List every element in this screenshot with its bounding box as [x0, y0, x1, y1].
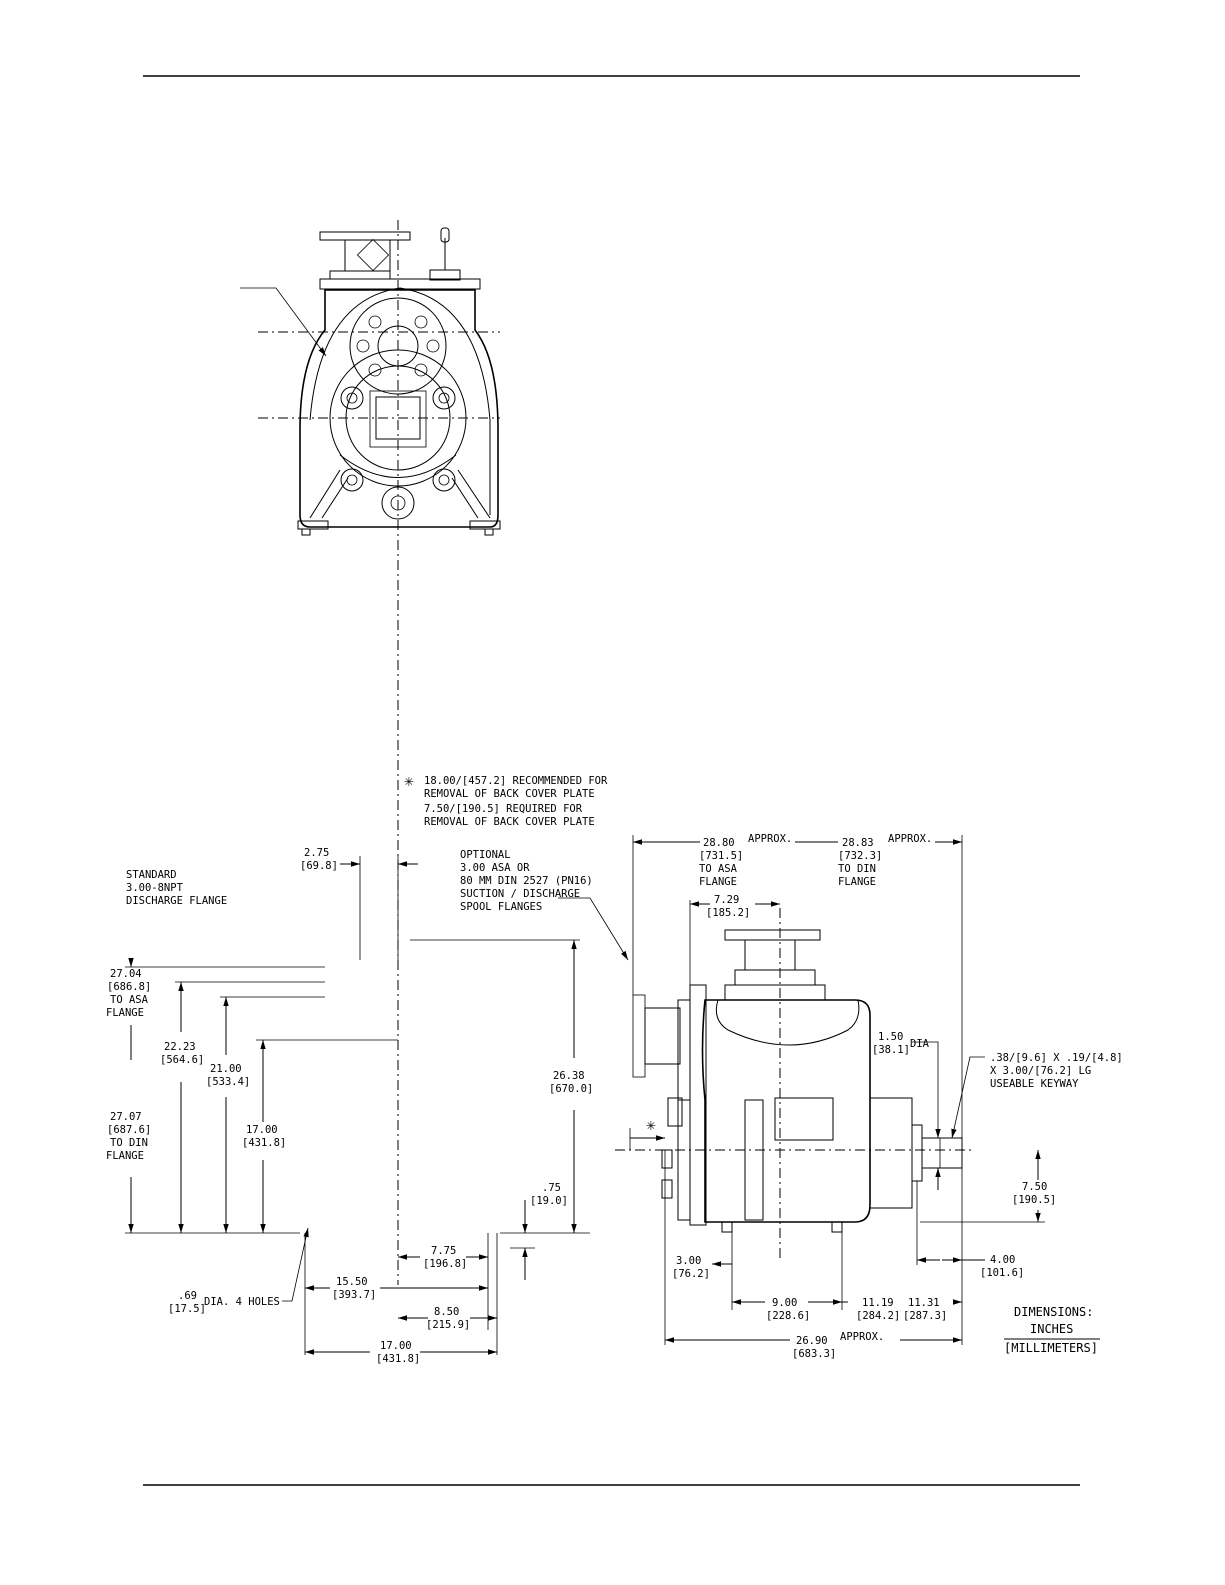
dim-28-83-mm: [732.3] — [838, 850, 882, 862]
keyway-note-1: .38/[9.6] X .19/[4.8] — [990, 1052, 1123, 1064]
dim-22-23-in: 22.23 — [164, 1041, 196, 1053]
side-pump-body — [632, 929, 963, 1233]
dim-27-04-note2: FLANGE — [106, 1007, 144, 1019]
dim-27-04-mm: [686.8] — [107, 981, 151, 993]
dim-28-83-note1: TO DIN — [838, 863, 876, 875]
dim-7-29-mm: [185.2] — [706, 907, 750, 919]
dim-7-75-in: 7.75 — [431, 1245, 456, 1257]
dim-7-50-in: 7.50 — [1022, 1181, 1047, 1193]
dim-8-50-in: 8.50 — [434, 1306, 459, 1318]
dim-4-00-in: 4.00 — [990, 1254, 1015, 1266]
units-note-title: DIMENSIONS: — [1014, 1305, 1093, 1319]
back-cover-note-1: 18.00/[457.2] RECOMMENDED FOR — [424, 775, 608, 787]
standard-flange-2: 3.00-8NPT — [126, 882, 184, 894]
dim-4-00-mm: [101.6] — [980, 1267, 1024, 1279]
dim-26-90-approx: APPROX. — [840, 1331, 884, 1343]
dim-27-04-note1: TO ASA — [110, 994, 149, 1006]
dim-8-50-mm: [215.9] — [426, 1319, 470, 1331]
dim-7-50-mm: [190.5] — [1012, 1194, 1056, 1206]
back-cover-note-4: REMOVAL OF BACK COVER PLATE — [424, 816, 595, 828]
dim-17-00h-in: 17.00 — [380, 1340, 412, 1352]
dim-17-00h-mm: [431.8] — [376, 1353, 420, 1365]
units-note-inches: INCHES — [1030, 1322, 1073, 1336]
dim-27-07-in: 27.07 — [110, 1111, 142, 1123]
dim-28-83-approx: APPROX. — [888, 833, 932, 845]
annotation-text: ✳ 18.00/[457.2] RECOMMENDED FOR REMOVAL … — [106, 771, 1123, 1365]
asterisk-symbol: ✳ — [404, 771, 414, 790]
front-pump-body — [297, 227, 501, 536]
keyway-note-3: USEABLE KEYWAY — [990, 1078, 1079, 1090]
dim-3-00-mm: [76.2] — [672, 1268, 710, 1280]
dim-7-75-mm: [196.8] — [423, 1258, 467, 1270]
shaft-dia-mm: [38.1] — [872, 1044, 910, 1056]
dim-27-04-in: 27.04 — [110, 968, 142, 980]
dim-27-07-note1: TO DIN — [110, 1137, 148, 1149]
holes-label: DIA. 4 HOLES — [204, 1296, 280, 1308]
dim-26-38-in: 26.38 — [553, 1070, 585, 1082]
dim-21-00-mm: [533.4] — [206, 1076, 250, 1088]
dim-28-80-in: 28.80 — [703, 837, 735, 849]
dim-0-75-in: .75 — [542, 1182, 561, 1194]
dim-3-00-in: 3.00 — [676, 1255, 701, 1267]
dim-26-38-mm: [670.0] — [549, 1083, 593, 1095]
shaft-dia-label: DIA — [910, 1038, 930, 1050]
dim-28-80-approx: APPROX. — [748, 833, 792, 845]
dim-27-07-mm: [687.6] — [107, 1124, 151, 1136]
dim-26-90-in: 26.90 — [796, 1335, 828, 1347]
dim-9-00-mm: [228.6] — [766, 1310, 810, 1322]
front-view — [240, 220, 629, 1285]
front-dimension-lines — [125, 939, 590, 1355]
shaft-dia-in: 1.50 — [878, 1031, 903, 1043]
dim-2-75-in: 2.75 — [304, 847, 329, 859]
dim-7-29-in: 7.29 — [714, 894, 739, 906]
holes-dia-in: .69 — [178, 1290, 197, 1302]
optional-flange-3: 80 MM DIN 2527 (PN16) — [460, 875, 593, 887]
standard-flange-1: STANDARD — [126, 869, 177, 881]
dim-11-19-in: 11.19 — [862, 1297, 894, 1309]
dim-15-50-mm: [393.7] — [332, 1289, 376, 1301]
dim-11-31-mm: [287.3] — [903, 1310, 947, 1322]
dim-26-90-mm: [683.3] — [792, 1348, 836, 1360]
side-asterisk: ✳ — [646, 1115, 656, 1134]
dim-11-31-in: 11.31 — [908, 1297, 940, 1309]
dim-17-00v-in: 17.00 — [246, 1124, 278, 1136]
dim-21-00-in: 21.00 — [210, 1063, 242, 1075]
units-note-mm: [MILLIMETERS] — [1004, 1341, 1098, 1355]
dim-28-80-note2: FLANGE — [699, 876, 737, 888]
holes-dia-mm: [17.5] — [168, 1303, 206, 1315]
keyway-note-2: X 3.00/[76.2] LG — [990, 1065, 1091, 1077]
optional-flange-2: 3.00 ASA OR — [460, 862, 530, 874]
dim-28-80-mm: [731.5] — [699, 850, 743, 862]
dim-17-00v-mm: [431.8] — [242, 1137, 286, 1149]
dim-9-00-in: 9.00 — [772, 1297, 797, 1309]
dim-15-50-in: 15.50 — [336, 1276, 368, 1288]
dim-0-75-mm: [19.0] — [530, 1195, 568, 1207]
dim-2-75-mm: [69.8] — [300, 860, 338, 872]
back-cover-note-3: 7.50/[190.5] REQUIRED FOR — [424, 803, 583, 815]
optional-flange-4: SUCTION / DISCHARGE — [460, 888, 580, 900]
dim-28-83-in: 28.83 — [842, 837, 874, 849]
dim-28-80-note1: TO ASA — [699, 863, 738, 875]
dim-11-19-mm: [284.2] — [856, 1310, 900, 1322]
optional-flange-1: OPTIONAL — [460, 849, 511, 861]
optional-flange-5: SPOOL FLANGES — [460, 901, 542, 913]
dim-27-07-note2: FLANGE — [106, 1150, 144, 1162]
back-cover-note-2: REMOVAL OF BACK COVER PLATE — [424, 788, 595, 800]
dim-28-83-note2: FLANGE — [838, 876, 876, 888]
dim-22-23-mm: [564.6] — [160, 1054, 204, 1066]
side-view — [615, 835, 1045, 1345]
standard-flange-3: DISCHARGE FLANGE — [126, 895, 227, 907]
